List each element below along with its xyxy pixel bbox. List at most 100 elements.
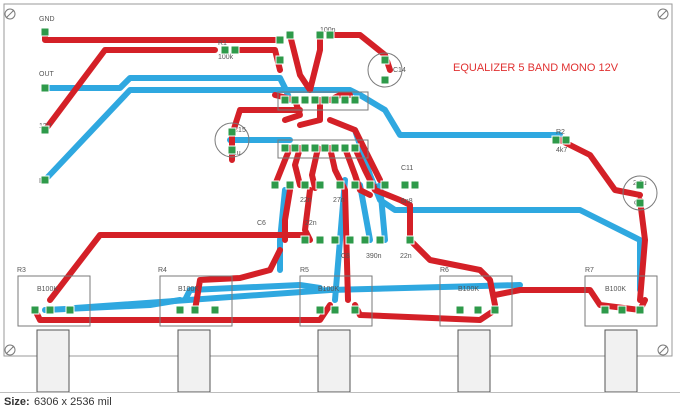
resistor-r1-value: 100k bbox=[218, 54, 234, 61]
pot-outlines bbox=[17, 275, 658, 327]
pad bbox=[230, 45, 240, 55]
capacitor-c14-outline bbox=[367, 52, 403, 88]
pad bbox=[280, 95, 290, 105]
pad bbox=[325, 30, 335, 40]
pad bbox=[280, 143, 290, 153]
board-title: EQUALIZER 5 BAND MONO 12V bbox=[453, 62, 619, 74]
resistor-r2-value: 4k7 bbox=[556, 147, 567, 154]
pad bbox=[300, 235, 310, 245]
pad bbox=[375, 235, 385, 245]
pad bbox=[40, 83, 50, 93]
pot-r6-value: B100K bbox=[458, 286, 479, 293]
pad bbox=[175, 305, 185, 315]
pad bbox=[285, 180, 295, 190]
pad bbox=[227, 127, 237, 137]
pad bbox=[330, 95, 340, 105]
pad bbox=[210, 305, 220, 315]
pad bbox=[300, 180, 310, 190]
pad bbox=[380, 75, 390, 85]
pad bbox=[300, 143, 310, 153]
mounting-hole-bottom-right bbox=[657, 344, 669, 356]
pad bbox=[330, 235, 340, 245]
pad bbox=[330, 143, 340, 153]
resistor-r2-ref: R2 bbox=[556, 129, 565, 136]
pad bbox=[340, 95, 350, 105]
pad bbox=[350, 143, 360, 153]
pad bbox=[380, 55, 390, 65]
mounting-hole-top-right bbox=[657, 8, 669, 20]
pot-r5-ref: R5 bbox=[300, 267, 309, 274]
pad bbox=[490, 305, 500, 315]
pad bbox=[270, 180, 280, 190]
pad bbox=[290, 95, 300, 105]
pad bbox=[365, 180, 375, 190]
capacitor-row2-label-2: 22n bbox=[305, 220, 317, 227]
size-value: 6306 x 2536 mil bbox=[34, 396, 112, 408]
pad bbox=[290, 143, 300, 153]
component-pads bbox=[30, 27, 645, 315]
pad bbox=[473, 305, 483, 315]
pad bbox=[40, 125, 50, 135]
pad bbox=[310, 95, 320, 105]
pot-shafts bbox=[36, 329, 638, 393]
pot-r3-value: B100K bbox=[37, 286, 58, 293]
pad bbox=[285, 30, 295, 40]
pad bbox=[275, 55, 285, 65]
pad bbox=[340, 143, 350, 153]
pad bbox=[320, 143, 330, 153]
pad bbox=[330, 305, 340, 315]
capacitor-row2-label-1: C6 bbox=[257, 220, 266, 227]
pad bbox=[227, 145, 237, 155]
pad bbox=[635, 180, 645, 190]
resistor-r1-ref: R1 bbox=[218, 40, 227, 47]
pad bbox=[190, 305, 200, 315]
pad bbox=[350, 95, 360, 105]
pad bbox=[617, 305, 627, 315]
mounting-hole-bottom-left bbox=[4, 344, 16, 356]
pot-r7-ref: R7 bbox=[585, 267, 594, 274]
capacitor-c2-outline bbox=[622, 175, 658, 211]
pad bbox=[345, 235, 355, 245]
pad bbox=[275, 35, 285, 45]
pin-label-out: OUT bbox=[39, 71, 55, 78]
capacitor-row1-label-4: C11 bbox=[401, 165, 413, 172]
pad bbox=[40, 175, 50, 185]
pad bbox=[600, 305, 610, 315]
pad bbox=[310, 143, 320, 153]
pad bbox=[335, 180, 345, 190]
pad bbox=[551, 135, 561, 145]
capacitor-c15-ref: C15 bbox=[233, 127, 246, 134]
status-bar: Size: 6306 x 2536 mil bbox=[0, 392, 680, 412]
pad bbox=[315, 305, 325, 315]
pad bbox=[315, 30, 325, 40]
pad bbox=[400, 180, 410, 190]
pad bbox=[350, 180, 360, 190]
pad bbox=[315, 235, 325, 245]
capacitor-row1-label-1: 22n bbox=[300, 197, 312, 204]
pad bbox=[40, 27, 50, 37]
pot-r5-value: B100K bbox=[318, 286, 339, 293]
pad bbox=[380, 180, 390, 190]
pad bbox=[410, 180, 420, 190]
ic-upper bbox=[277, 91, 369, 111]
pad bbox=[360, 235, 370, 245]
capacitor-row2-label-5: 22n bbox=[400, 253, 412, 260]
pad bbox=[405, 235, 415, 245]
capacitor-c11-sub: 6n8 bbox=[401, 198, 413, 205]
pad bbox=[320, 95, 330, 105]
pot-r3-ref: R3 bbox=[17, 267, 26, 274]
mounting-hole-top-left bbox=[4, 8, 16, 20]
pad bbox=[315, 180, 325, 190]
pin-label-gnd: GND bbox=[39, 16, 55, 23]
pad bbox=[350, 305, 360, 315]
pad bbox=[635, 198, 645, 208]
capacitor-row2-label-3: C8 bbox=[341, 253, 350, 260]
pad bbox=[220, 45, 230, 55]
pad bbox=[300, 95, 310, 105]
pad bbox=[561, 135, 571, 145]
capacitor-c14-ref: C14 bbox=[393, 67, 406, 74]
pad bbox=[65, 305, 75, 315]
pad bbox=[635, 305, 645, 315]
pot-r4-ref: R4 bbox=[158, 267, 167, 274]
